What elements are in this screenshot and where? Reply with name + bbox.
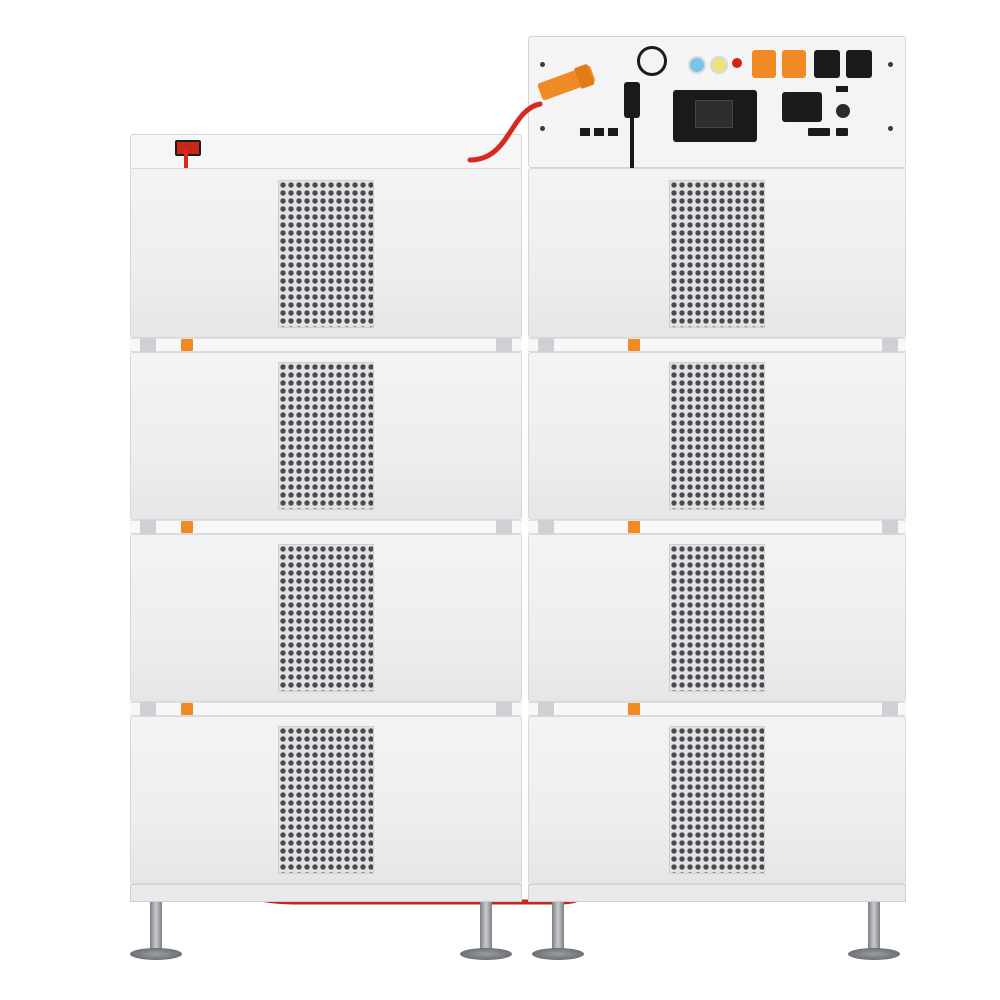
vent-grille: [278, 726, 374, 874]
spacer-tab: [882, 702, 898, 716]
leveling-foot-base: [130, 948, 182, 960]
leveling-foot: [868, 902, 880, 950]
vent-grille: [278, 544, 374, 692]
communication-port-icon[interactable]: [814, 50, 840, 78]
base-plate: [130, 884, 522, 902]
module-spacer: [130, 338, 522, 352]
spacer-tab: [140, 338, 156, 352]
dip-switch-icon[interactable]: [580, 128, 590, 136]
module-spacer: [130, 702, 522, 716]
power-plug-icon: [624, 82, 640, 118]
spacer-tab: [882, 520, 898, 534]
indicator-led-red-icon: [732, 58, 742, 68]
screw-icon: [540, 126, 545, 131]
communication-port-icon[interactable]: [846, 50, 872, 78]
module-spacer: [528, 338, 906, 352]
spacer-tab: [140, 702, 156, 716]
leveling-foot-base: [848, 948, 900, 960]
vent-grille: [669, 726, 765, 874]
power-switch-icon[interactable]: [637, 46, 667, 76]
vent-grille: [669, 362, 765, 510]
display-window: [695, 100, 733, 128]
vent-grille: [278, 180, 374, 328]
breaker-icon[interactable]: [782, 92, 822, 122]
leveling-foot: [480, 902, 492, 950]
orange-clip-icon: [628, 703, 640, 715]
leveling-foot: [552, 902, 564, 950]
vent-grille: [669, 544, 765, 692]
orange-clip-icon: [181, 521, 193, 533]
vent-grille: [278, 362, 374, 510]
leveling-foot-base: [532, 948, 584, 960]
leveling-foot: [150, 902, 162, 950]
module-spacer: [130, 520, 522, 534]
small-port-icon[interactable]: [836, 128, 848, 136]
vent-grille: [669, 180, 765, 328]
indicator-led-yellow-icon: [710, 56, 728, 74]
spacer-tab: [538, 338, 554, 352]
spacer-tab: [538, 520, 554, 534]
spacer-tab: [496, 338, 512, 352]
dc-connector-icon[interactable]: [752, 50, 776, 78]
module-spacer: [528, 702, 906, 716]
spacer-tab: [140, 520, 156, 534]
orange-clip-icon: [628, 521, 640, 533]
reset-button-icon[interactable]: [836, 104, 850, 118]
screw-icon: [888, 62, 893, 67]
indicator-led-blue-icon: [688, 56, 706, 74]
small-port-icon[interactable]: [808, 128, 830, 136]
screw-icon: [540, 62, 545, 67]
spacer-tab: [538, 702, 554, 716]
dc-connector-icon[interactable]: [782, 50, 806, 78]
orange-clip-icon: [628, 339, 640, 351]
spacer-tab: [882, 338, 898, 352]
small-port-icon[interactable]: [836, 86, 848, 92]
orange-plug-icon: [537, 64, 595, 101]
leveling-foot-base: [460, 948, 512, 960]
orange-clip-icon: [181, 703, 193, 715]
dip-switch-icon[interactable]: [594, 128, 604, 136]
orange-clip-icon: [181, 339, 193, 351]
dip-switch-icon[interactable]: [608, 128, 618, 136]
module-spacer: [528, 520, 906, 534]
screw-icon: [888, 126, 893, 131]
spacer-tab: [496, 520, 512, 534]
top-red-cable: [467, 101, 543, 163]
base-plate: [528, 884, 906, 902]
spacer-tab: [496, 702, 512, 716]
